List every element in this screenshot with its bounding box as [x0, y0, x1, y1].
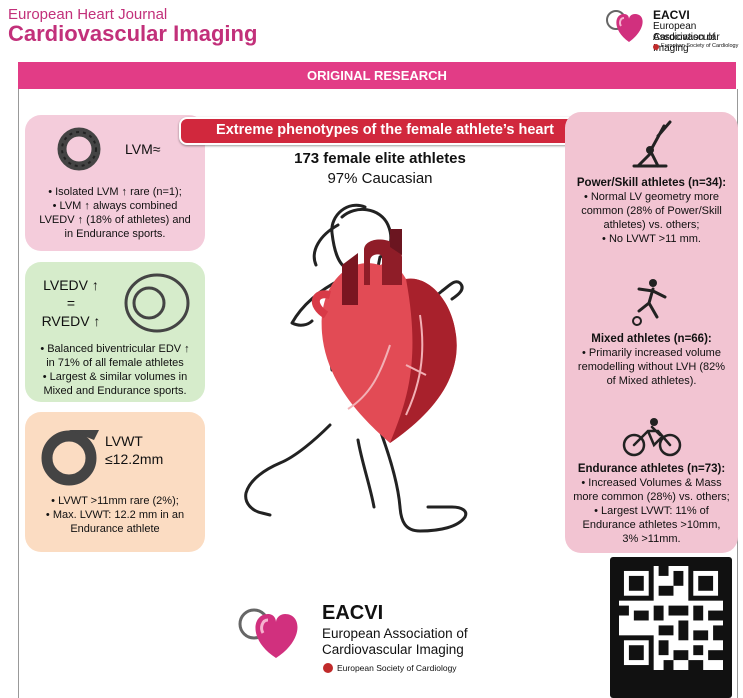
esc-icon — [323, 663, 333, 673]
footer-esc: European Society of Cardiology — [337, 663, 457, 673]
infographic-title: Extreme phenotypes of the female athlete… — [179, 117, 591, 145]
edv-line-3: RVEDV ↑ — [41, 313, 101, 329]
endurance-line-5: 3% >11mm. — [622, 533, 681, 545]
endurance-line-1: • Increased Volumes & Mass — [581, 477, 722, 489]
edv-bullet-4: Mixed and Endurance sports. — [43, 385, 187, 397]
eacvi-short: EACVI — [653, 8, 690, 22]
cohort-ethnicity: 97% Caucasian — [327, 170, 433, 187]
athlete-types-panel: Power/Skill athletes (n=34): • Normal LV… — [565, 112, 738, 553]
lv-wall-icon — [41, 430, 99, 486]
endurance-line-4: Endurance athletes >10mm, — [582, 519, 721, 531]
cohort-size: 173 female elite athletes — [294, 150, 466, 167]
qr-code[interactable] — [610, 557, 732, 698]
footer-name-2: Cardiovascular Imaging — [322, 642, 464, 657]
power-line-1: • Normal LV geometry more — [583, 191, 720, 203]
lvm-panel: LVM≈ • Isolated LVM ↑ rare (n=1); • LVM … — [25, 115, 205, 251]
lvwt-bullet-1: • LVWT >11mm rare (2%); — [51, 495, 179, 507]
lvwt-value: ≤12.2mm — [105, 451, 164, 467]
journal-name-line2: Cardiovascular Imaging — [8, 21, 258, 46]
eacvi-name-1: European Association of — [653, 21, 716, 43]
edv-bullet-3: • Largest & similar volumes in — [42, 371, 188, 383]
cyclist-icon — [622, 418, 682, 457]
power-line-2: common (28% of Power/Skill — [581, 205, 722, 217]
lvwt-bullet-2: • Max. LVWT: 12.2 mm in an — [45, 509, 185, 521]
heart-logo-icon — [238, 608, 298, 658]
mixed-line-2: remodelling without LVH (82% — [577, 361, 726, 373]
lvwt-panel: LVWT ≤12.2mm • LVWT >11mm rare (2%); • M… — [25, 412, 205, 552]
mixed-line-1: • Primarily increased volume — [582, 347, 721, 359]
eacvi-header-logo: EACVI European Association of Cardiovasc… — [606, 4, 743, 54]
power-line-4: • No LVWT >11 mm. — [602, 233, 701, 245]
edv-line-1: LVEDV ↑ — [43, 277, 99, 293]
lv-ring-icon — [57, 127, 101, 171]
soccer-player-icon — [632, 279, 667, 326]
endurance-title: Endurance athletes (n=73): — [577, 463, 726, 475]
original-research-band: ORIGINAL RESEARCH — [18, 62, 736, 89]
endurance-line-3: • Largest LVWT: 11% of — [594, 505, 709, 517]
power-line-3: athletes) vs. others; — [603, 219, 700, 231]
edv-bullet-1: • Balanced biventricular EDV ↑ — [40, 343, 190, 355]
lvm-bullet-4: in Endurance sports. — [64, 228, 166, 240]
power-title: Power/Skill athletes (n=34): — [576, 177, 727, 189]
lvm-bullet-2: • LVM ↑ always combined — [52, 200, 178, 212]
gymnast-icon — [632, 120, 672, 168]
footer-eacvi-short: EACVI — [322, 602, 384, 624]
eacvi-name-2: Cardiovascular Imaging — [653, 32, 720, 54]
edv-line-2: = — [66, 295, 76, 311]
journal-name-line1: European Heart Journal — [8, 6, 168, 23]
biventricular-icon — [124, 273, 190, 333]
footer-name-1: European Association of — [322, 626, 468, 641]
female-runner-illustration — [244, 203, 468, 533]
lvm-bullet-3: LVEDV ↑ (18% of athletes) and — [39, 214, 191, 226]
lvwt-bullet-3: Endurance athlete — [70, 523, 160, 535]
lvm-label: LVM≈ — [125, 141, 161, 157]
qr-code-icon — [619, 566, 723, 670]
esc-icon — [653, 44, 659, 50]
edv-panel: LVEDV ↑ = RVEDV ↑ • Balanced biventricul… — [25, 262, 205, 402]
lvm-bullet-1: • Isolated LVM ↑ rare (n=1); — [48, 186, 182, 198]
mixed-title: Mixed athletes (n=66): — [591, 333, 712, 345]
heart-logo-icon — [606, 10, 643, 42]
endurance-line-2: more common (28%) vs. others; — [573, 491, 730, 503]
esc-label: European Society of Cardiology — [661, 43, 739, 49]
eacvi-footer-logo: EACVI European Association of Cardiovasc… — [238, 598, 498, 678]
edv-bullet-2: in 71% of all female athletes — [46, 357, 184, 369]
lvwt-label: LVWT — [105, 433, 143, 449]
mixed-line-3: of Mixed athletes). — [606, 375, 697, 387]
